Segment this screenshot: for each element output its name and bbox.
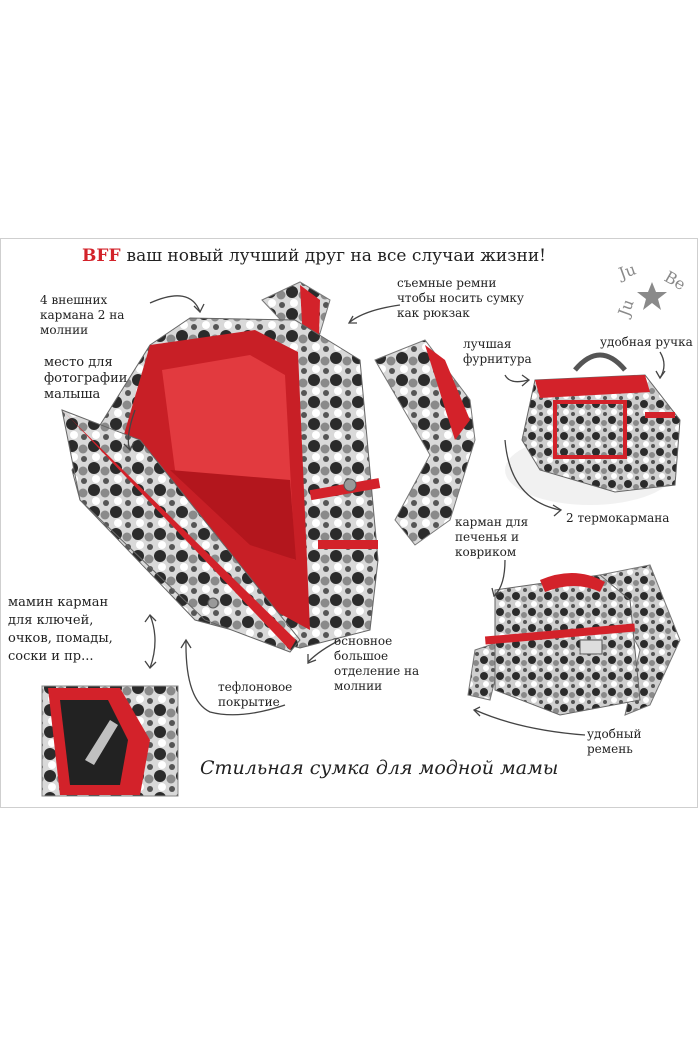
label-mom-pocket: мамин карман для ключей, очков, помады, … (8, 595, 113, 664)
label-cookie-pocket: карман для печенья и ковриком (455, 515, 529, 559)
footer-slogan: Стильная сумка для модной мамы (200, 757, 559, 779)
jujube-logo-icon: Ju Be Ju (613, 259, 689, 321)
label-teflon: тефлоновое покрытие (218, 680, 293, 709)
top-right-bag-image (505, 352, 681, 505)
svg-text:Ju: Ju (614, 259, 638, 283)
svg-text:Be: Be (661, 267, 689, 294)
label-strap: удобный ремень (587, 727, 642, 756)
label-outer-pockets: 4 внешних кармана 2 на молнии (40, 293, 125, 337)
label-photo-spot: место для фотографии малыша (44, 355, 128, 402)
label-main-compartment: основное большое отделение на молнии (334, 634, 420, 693)
headline-text: ваш новый лучший друг на все случаи жизн… (126, 246, 546, 266)
svg-text:Ju: Ju (613, 297, 637, 321)
main-backpack-image (61, 281, 476, 653)
label-handle: удобная ручка (600, 335, 693, 349)
backpack-right-image (467, 564, 681, 716)
label-best-hardware: лучшая фурнитура (463, 337, 532, 366)
inner-pocket-inset-image (41, 685, 179, 797)
label-removable-straps: съемные ремни чтобы носить сумку как рюк… (397, 276, 524, 320)
label-thermo-pockets: 2 термокармана (566, 511, 670, 525)
brand-name: BFF (82, 246, 121, 266)
callout-arrows (123, 295, 666, 736)
